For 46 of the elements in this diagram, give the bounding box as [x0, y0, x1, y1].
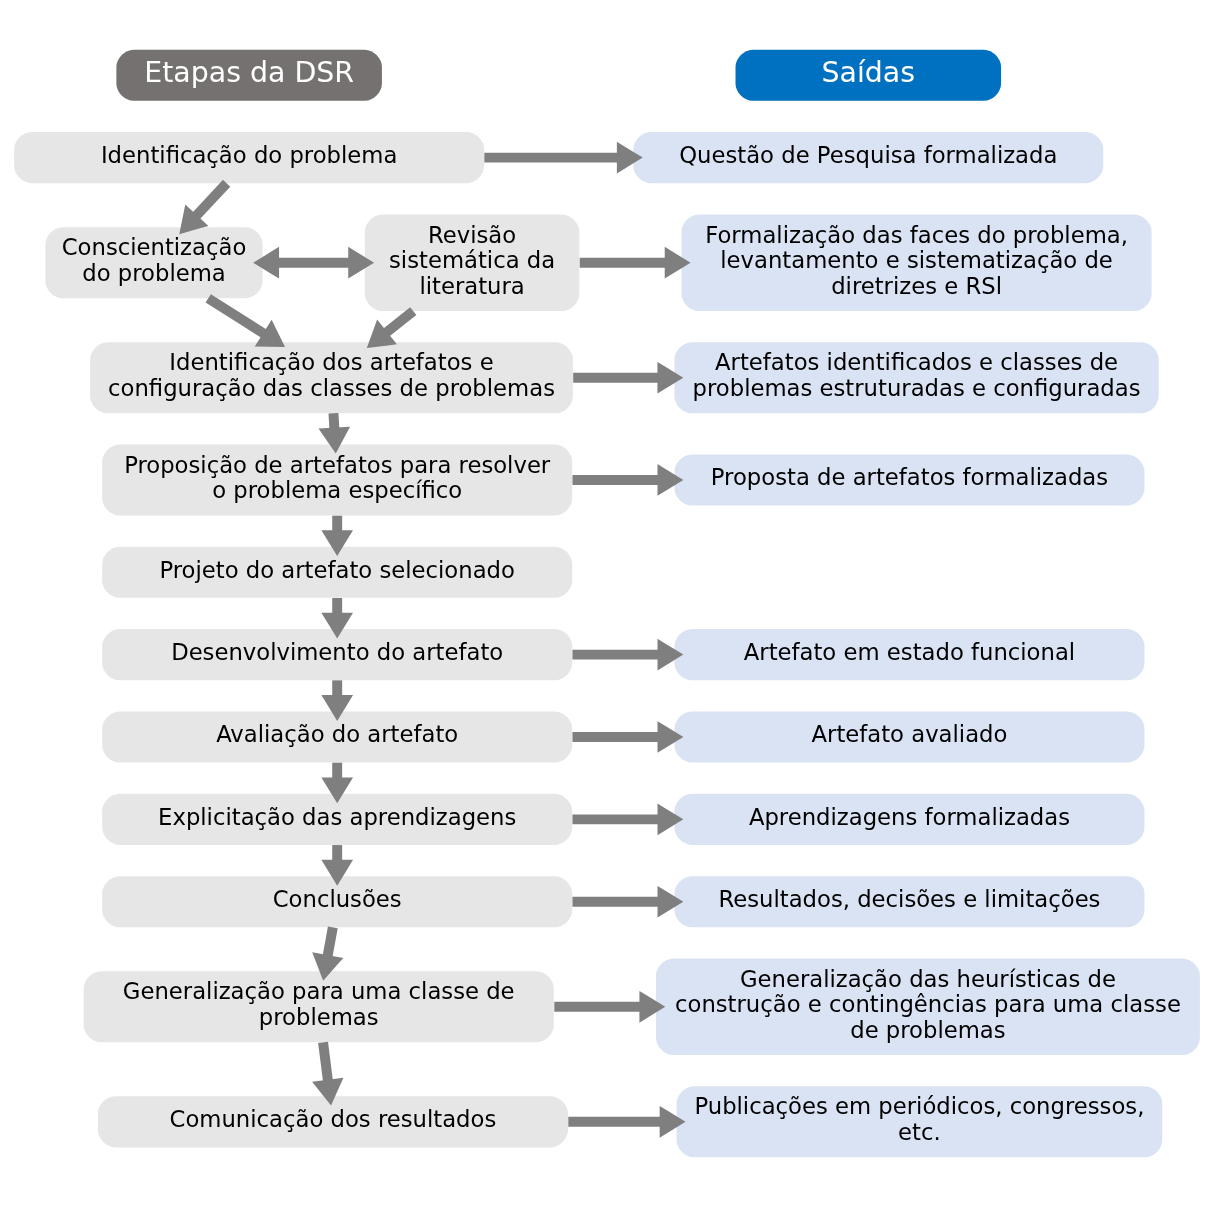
node-box: Saídas: [735, 49, 1002, 101]
node-box: Conclusões: [102, 875, 573, 927]
node-box: Etapas da DSR: [116, 49, 382, 101]
node-box: Questão de Pesquisa formalizada: [633, 131, 1104, 183]
arrow: [568, 1105, 686, 1138]
node-box: Artefato em estado funcional: [674, 628, 1145, 680]
node-box: Proposição de artefatos para resolver o problema específico: [102, 443, 573, 515]
arrow: [572, 885, 684, 918]
arrow: [572, 720, 684, 753]
node-box: Formalização das faces do problema, levantamento e sistematização de diretrizes e RSl: [681, 213, 1152, 311]
node-box: Comunicação dos resultados: [97, 1095, 568, 1147]
node-box: Proposta de artefatos formalizadas: [674, 453, 1145, 505]
arrow: [318, 412, 351, 453]
arrow: [253, 246, 375, 279]
arrow: [484, 141, 643, 173]
arrow: [321, 844, 354, 886]
arrow: [321, 762, 354, 803]
node-box: Explicitação das aprendizagens: [102, 793, 573, 845]
arrow: [579, 246, 691, 279]
arrow: [572, 463, 684, 496]
node-box: Avaliação do artefato: [102, 710, 573, 763]
arrow: [573, 361, 684, 394]
node-box: Publicações em periódicos, congressos, etc.: [676, 1085, 1163, 1157]
node-box: Projeto do artefato selecionado: [102, 546, 573, 598]
node-box: Revisão sistemática da literatura: [364, 213, 580, 311]
arrow: [321, 515, 354, 556]
node-box: Identificação dos artefatos e configuração das classes de problemas: [90, 341, 573, 413]
arrow: [205, 293, 286, 347]
node-box: Identificação do problema: [14, 131, 485, 183]
node-box: Artefatos identificados e classes de problemas estruturadas e configuradas: [674, 341, 1159, 413]
node-box: Generalização das heurísticas de construção e contingências para uma classe de problemas: [656, 958, 1200, 1055]
node-box: Resultados, decisões e limitações: [674, 875, 1145, 927]
arrow: [366, 306, 417, 348]
arrow: [179, 179, 231, 234]
node-box: Aprendizagens formalizadas: [674, 793, 1145, 845]
node-box: Conscientização do problema: [45, 226, 263, 298]
node-box: Artefato avaliado: [674, 710, 1145, 763]
node-box: Generalização para uma classe de problemas: [83, 970, 554, 1042]
arrow: [312, 925, 344, 981]
arrow: [572, 638, 684, 670]
arrow: [321, 679, 354, 721]
node-box: Desenvolvimento do artefato: [102, 628, 573, 680]
arrow: [572, 803, 684, 835]
arrow: [554, 990, 666, 1023]
arrow: [312, 1041, 344, 1105]
arrow: [321, 597, 354, 639]
